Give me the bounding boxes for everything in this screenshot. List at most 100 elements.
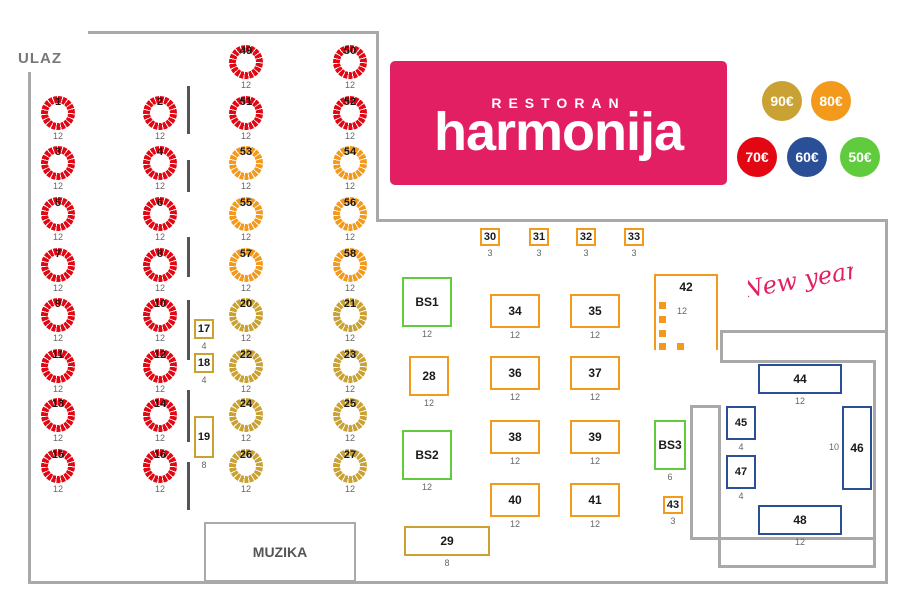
table-capacity: 12 (240, 333, 251, 343)
rect-table-36[interactable]: 36 (490, 356, 540, 390)
round-table-11[interactable]: 11 (41, 349, 75, 383)
rect-table-30[interactable]: 30 (480, 228, 500, 246)
round-table-26[interactable]: 26 (229, 449, 263, 483)
rect-table-47[interactable]: 47 (726, 455, 756, 489)
round-table-3[interactable]: 3 (41, 146, 75, 180)
round-table-6[interactable]: 6 (143, 197, 177, 231)
round-table-15[interactable]: 15 (41, 449, 75, 483)
round-table-1[interactable]: 1 (41, 96, 75, 130)
round-table-24[interactable]: 24 (229, 398, 263, 432)
round-table-14[interactable]: 14 (143, 398, 177, 432)
rect-table-34[interactable]: 34 (490, 294, 540, 328)
round-table-49[interactable]: 49 (229, 45, 263, 79)
round-table-23[interactable]: 23 (333, 349, 367, 383)
rect-table-46[interactable]: 46 (842, 406, 872, 490)
round-table-9[interactable]: 9 (41, 298, 75, 332)
wall-right (885, 219, 888, 584)
table-capacity: 12 (589, 456, 600, 466)
table-number: 37 (588, 366, 602, 380)
rect-table-17[interactable]: 17 (194, 319, 214, 339)
round-table-13[interactable]: 13 (41, 398, 75, 432)
rect-table-29[interactable]: 29 (404, 526, 490, 556)
new-year-lettering: New year (748, 256, 853, 304)
table-number: 55 (239, 197, 253, 209)
rect-table-44[interactable]: 44 (758, 364, 842, 394)
table-capacity: 3 (583, 248, 589, 258)
table-capacity: 12 (154, 484, 165, 494)
table-capacity: 12 (794, 396, 805, 406)
table-capacity: 8 (444, 558, 450, 568)
table-capacity: 12 (240, 283, 251, 293)
table-number: 30 (483, 231, 497, 243)
table-number: 29 (440, 534, 454, 548)
rect-table-41[interactable]: 41 (570, 483, 620, 517)
table-number: 10 (153, 298, 167, 310)
rect-table-33[interactable]: 33 (624, 228, 644, 246)
table-number: 6 (156, 197, 164, 209)
wall-mid (376, 219, 888, 222)
round-table-7[interactable]: 7 (41, 248, 75, 282)
round-table-58[interactable]: 58 (333, 248, 367, 282)
table-number: 14 (153, 398, 167, 410)
table-capacity: 12 (240, 181, 251, 191)
table-number: 1 (54, 96, 62, 108)
round-table-54[interactable]: 54 (333, 146, 367, 180)
round-table-21[interactable]: 21 (333, 298, 367, 332)
table-number: 20 (239, 298, 253, 310)
table-number: 45 (734, 417, 748, 429)
table-number: 12 (153, 349, 167, 361)
rect-table-38[interactable]: 38 (490, 420, 540, 454)
round-table-51[interactable]: 51 (229, 96, 263, 130)
table-number: 17 (197, 323, 211, 335)
rect-table-43[interactable]: 43 (663, 496, 683, 514)
rect-table-18[interactable]: 18 (194, 353, 214, 373)
round-table-27[interactable]: 27 (333, 449, 367, 483)
rect-table-39[interactable]: 39 (570, 420, 620, 454)
round-table-57[interactable]: 57 (229, 248, 263, 282)
rect-table-BS2[interactable]: BS2 (402, 430, 452, 480)
rect-table-40[interactable]: 40 (490, 483, 540, 517)
round-table-53[interactable]: 53 (229, 146, 263, 180)
rect-table-BS1[interactable]: BS1 (402, 277, 452, 327)
table-capacity: 12 (509, 330, 520, 340)
table-capacity: 12 (344, 232, 355, 242)
rect-table-45[interactable]: 45 (726, 406, 756, 440)
partition-bar (187, 237, 190, 277)
round-table-16[interactable]: 16 (143, 449, 177, 483)
round-table-10[interactable]: 10 (143, 298, 177, 332)
rect-table-37[interactable]: 37 (570, 356, 620, 390)
round-table-56[interactable]: 56 (333, 197, 367, 231)
round-table-8[interactable]: 8 (143, 248, 177, 282)
rect-table-31[interactable]: 31 (529, 228, 549, 246)
round-table-52[interactable]: 52 (333, 96, 367, 130)
table-capacity: 12 (154, 333, 165, 343)
rect-table-19[interactable]: 19 (194, 416, 214, 458)
round-table-4[interactable]: 4 (143, 146, 177, 180)
round-table-55[interactable]: 55 (229, 197, 263, 231)
rect-table-42[interactable]: 42 (654, 274, 718, 350)
table-number: 46 (850, 441, 864, 455)
rect-table-28[interactable]: 28 (409, 356, 449, 396)
round-table-22[interactable]: 22 (229, 349, 263, 383)
wall-bottom (28, 581, 888, 584)
table-number: 42 (679, 280, 693, 294)
rect-table-35[interactable]: 35 (570, 294, 620, 328)
partition-bar (187, 462, 190, 510)
music-stage: MUZIKA (204, 522, 356, 582)
wall-section-top (720, 330, 888, 333)
rect-table-32[interactable]: 32 (576, 228, 596, 246)
round-table-12[interactable]: 12 (143, 349, 177, 383)
bar-stool (659, 330, 666, 337)
rect-table-BS3[interactable]: BS3 (654, 420, 686, 470)
round-table-50[interactable]: 50 (333, 45, 367, 79)
round-table-2[interactable]: 2 (143, 96, 177, 130)
round-table-20[interactable]: 20 (229, 298, 263, 332)
round-table-25[interactable]: 25 (333, 398, 367, 432)
rect-table-48[interactable]: 48 (758, 505, 842, 535)
table-capacity: 12 (52, 484, 63, 494)
table-number: 28 (422, 369, 436, 383)
table-capacity: 12 (52, 384, 63, 394)
table-number: 50 (343, 45, 357, 57)
round-table-5[interactable]: 5 (41, 197, 75, 231)
partition-bar (187, 390, 190, 442)
